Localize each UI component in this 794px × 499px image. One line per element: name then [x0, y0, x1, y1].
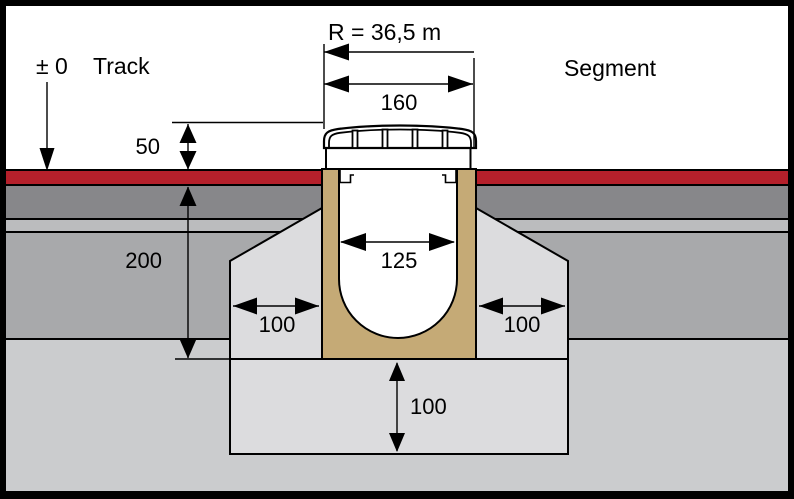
dim-arrow-left-icon — [233, 297, 257, 315]
dim-arrow-right-icon — [295, 297, 319, 315]
grate-frame — [325, 147, 472, 170]
dim-arrow-up-icon — [389, 362, 405, 381]
channel-cavity — [338, 168, 458, 339]
dim-arrow-right-icon — [541, 297, 565, 315]
radius-arrow-left-icon — [324, 43, 349, 61]
grate-rebate-left — [339, 169, 354, 184]
dim-surround-left-value: 100 — [259, 312, 296, 337]
dim-cover-height-value: 50 — [136, 134, 160, 159]
radius-label: R = 36,5 m — [328, 19, 441, 45]
dim-arrow-left-icon — [324, 75, 349, 93]
datum-arrow-down-icon — [39, 148, 55, 171]
dim-bedding-depth-value: 100 — [410, 394, 447, 419]
dim-inner-width-value: 125 — [381, 248, 418, 273]
radius-annotation: R = 36,5 m — [323, 19, 475, 148]
grate-slot-bar — [351, 129, 359, 149]
datum-label: Track — [93, 53, 150, 79]
segment-label: Segment — [564, 55, 657, 81]
dim-arrow-right-icon — [448, 75, 473, 93]
dim-arrow-right-icon — [429, 233, 455, 251]
grate-slot-bar — [381, 128, 389, 149]
grate — [322, 124, 478, 170]
grate-slot-bar — [441, 129, 449, 149]
dim-channel-depth-value: 200 — [125, 248, 162, 273]
dim-cover-height: 50 — [136, 121, 323, 170]
dim-arrow-left-icon — [340, 233, 366, 251]
dim-arrow-down-icon — [179, 339, 197, 359]
datum-symbol: ± 0 — [36, 53, 68, 79]
grate-rebate-right — [442, 169, 457, 184]
dim-surround-right-value: 100 — [504, 312, 541, 337]
grate-slot-bar — [411, 128, 419, 149]
dim-arrow-down-icon — [179, 151, 197, 170]
dim-surround-left: 100 — [233, 297, 319, 337]
dim-arrow-left-icon — [479, 297, 503, 315]
dim-inner-width: 125 — [340, 233, 455, 273]
dim-arrow-up-icon — [179, 186, 197, 206]
dim-bedding-depth: 100 — [389, 362, 447, 452]
dim-grate-width-value: 160 — [381, 90, 418, 115]
dim-arrow-down-icon — [389, 433, 405, 452]
dim-arrow-up-icon — [179, 124, 197, 143]
grate-crown-inner-rim — [328, 128, 472, 148]
dim-grate-width: 160 — [324, 75, 473, 115]
dim-channel-depth: 200 — [125, 186, 263, 360]
datum-annotation: ± 0 Track — [36, 53, 150, 171]
dim-surround-right: 100 — [479, 297, 565, 337]
